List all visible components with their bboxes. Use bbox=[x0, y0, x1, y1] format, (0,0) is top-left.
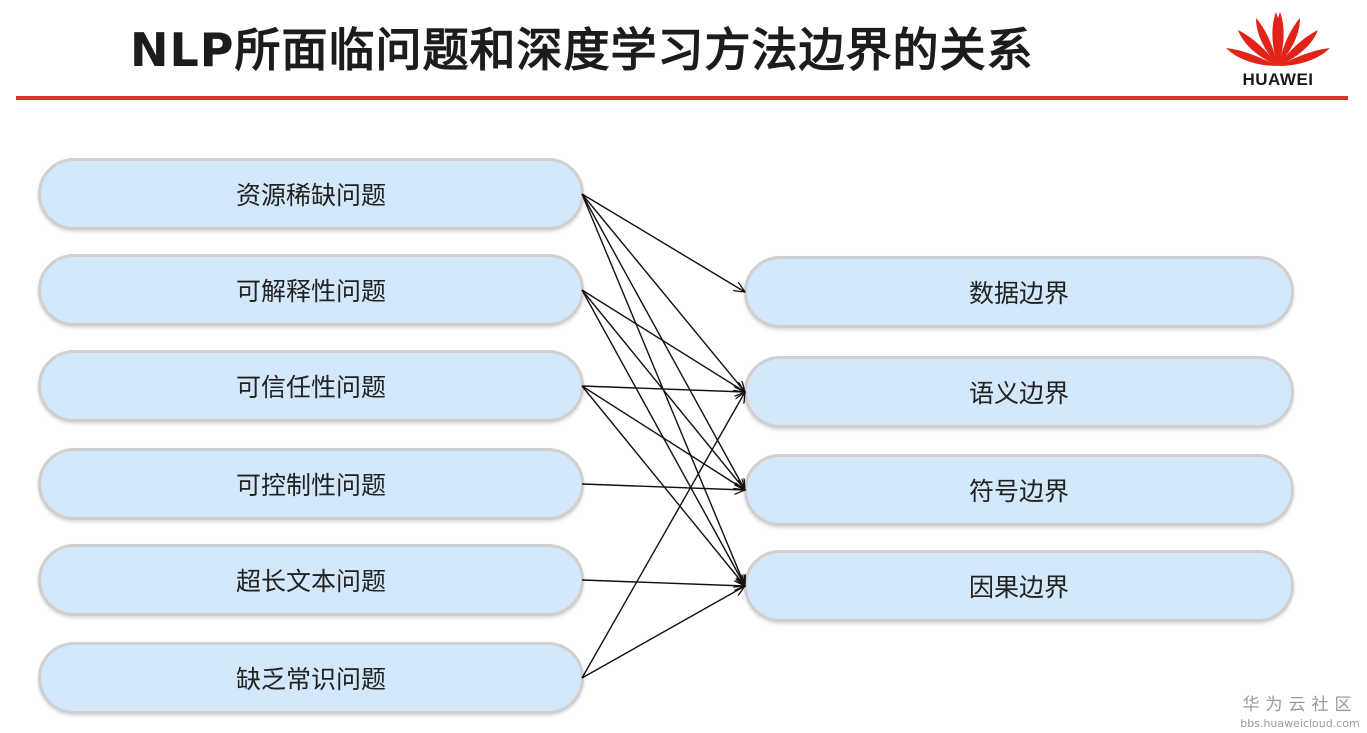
connection-arrow bbox=[581, 289, 745, 490]
connection-arrow bbox=[581, 586, 745, 679]
boundary-box: 因果边界 bbox=[744, 550, 1294, 622]
boundary-box: 数据边界 bbox=[744, 256, 1294, 328]
page-title: NLP所面临问题和深度学习方法边界的关系 bbox=[130, 23, 1034, 77]
huawei-logo: HUAWEI bbox=[1218, 6, 1338, 90]
title-divider bbox=[16, 96, 1348, 100]
watermark-sub: bbs.huaweicloud.com bbox=[1240, 717, 1360, 730]
connection-arrow bbox=[581, 385, 745, 490]
connection-arrow bbox=[581, 385, 745, 392]
problem-box: 超长文本问题 bbox=[38, 544, 584, 616]
problem-box: 资源稀缺问题 bbox=[38, 158, 584, 230]
connection-arrow bbox=[581, 483, 745, 490]
logo-text: HUAWEI bbox=[1242, 70, 1314, 89]
connection-arrow bbox=[581, 385, 745, 586]
problem-box: 缺乏常识问题 bbox=[38, 642, 584, 714]
connection-arrow bbox=[581, 579, 745, 586]
connection-arrow bbox=[581, 289, 745, 392]
connection-arrow bbox=[581, 193, 745, 292]
connection-arrow bbox=[581, 193, 745, 490]
watermark: 华为云社区 bbs.huaweicloud.com bbox=[1240, 690, 1360, 730]
connection-arrow bbox=[581, 392, 745, 679]
boundary-box: 语义边界 bbox=[744, 356, 1294, 428]
problem-box: 可控制性问题 bbox=[38, 448, 584, 520]
problem-box: 可信任性问题 bbox=[38, 350, 584, 422]
huawei-petals-icon bbox=[1226, 12, 1330, 66]
watermark-main: 华为云社区 bbox=[1242, 695, 1358, 715]
boundary-box: 符号边界 bbox=[744, 454, 1294, 526]
connection-arrow bbox=[581, 193, 745, 392]
problem-box: 可解释性问题 bbox=[38, 254, 584, 326]
